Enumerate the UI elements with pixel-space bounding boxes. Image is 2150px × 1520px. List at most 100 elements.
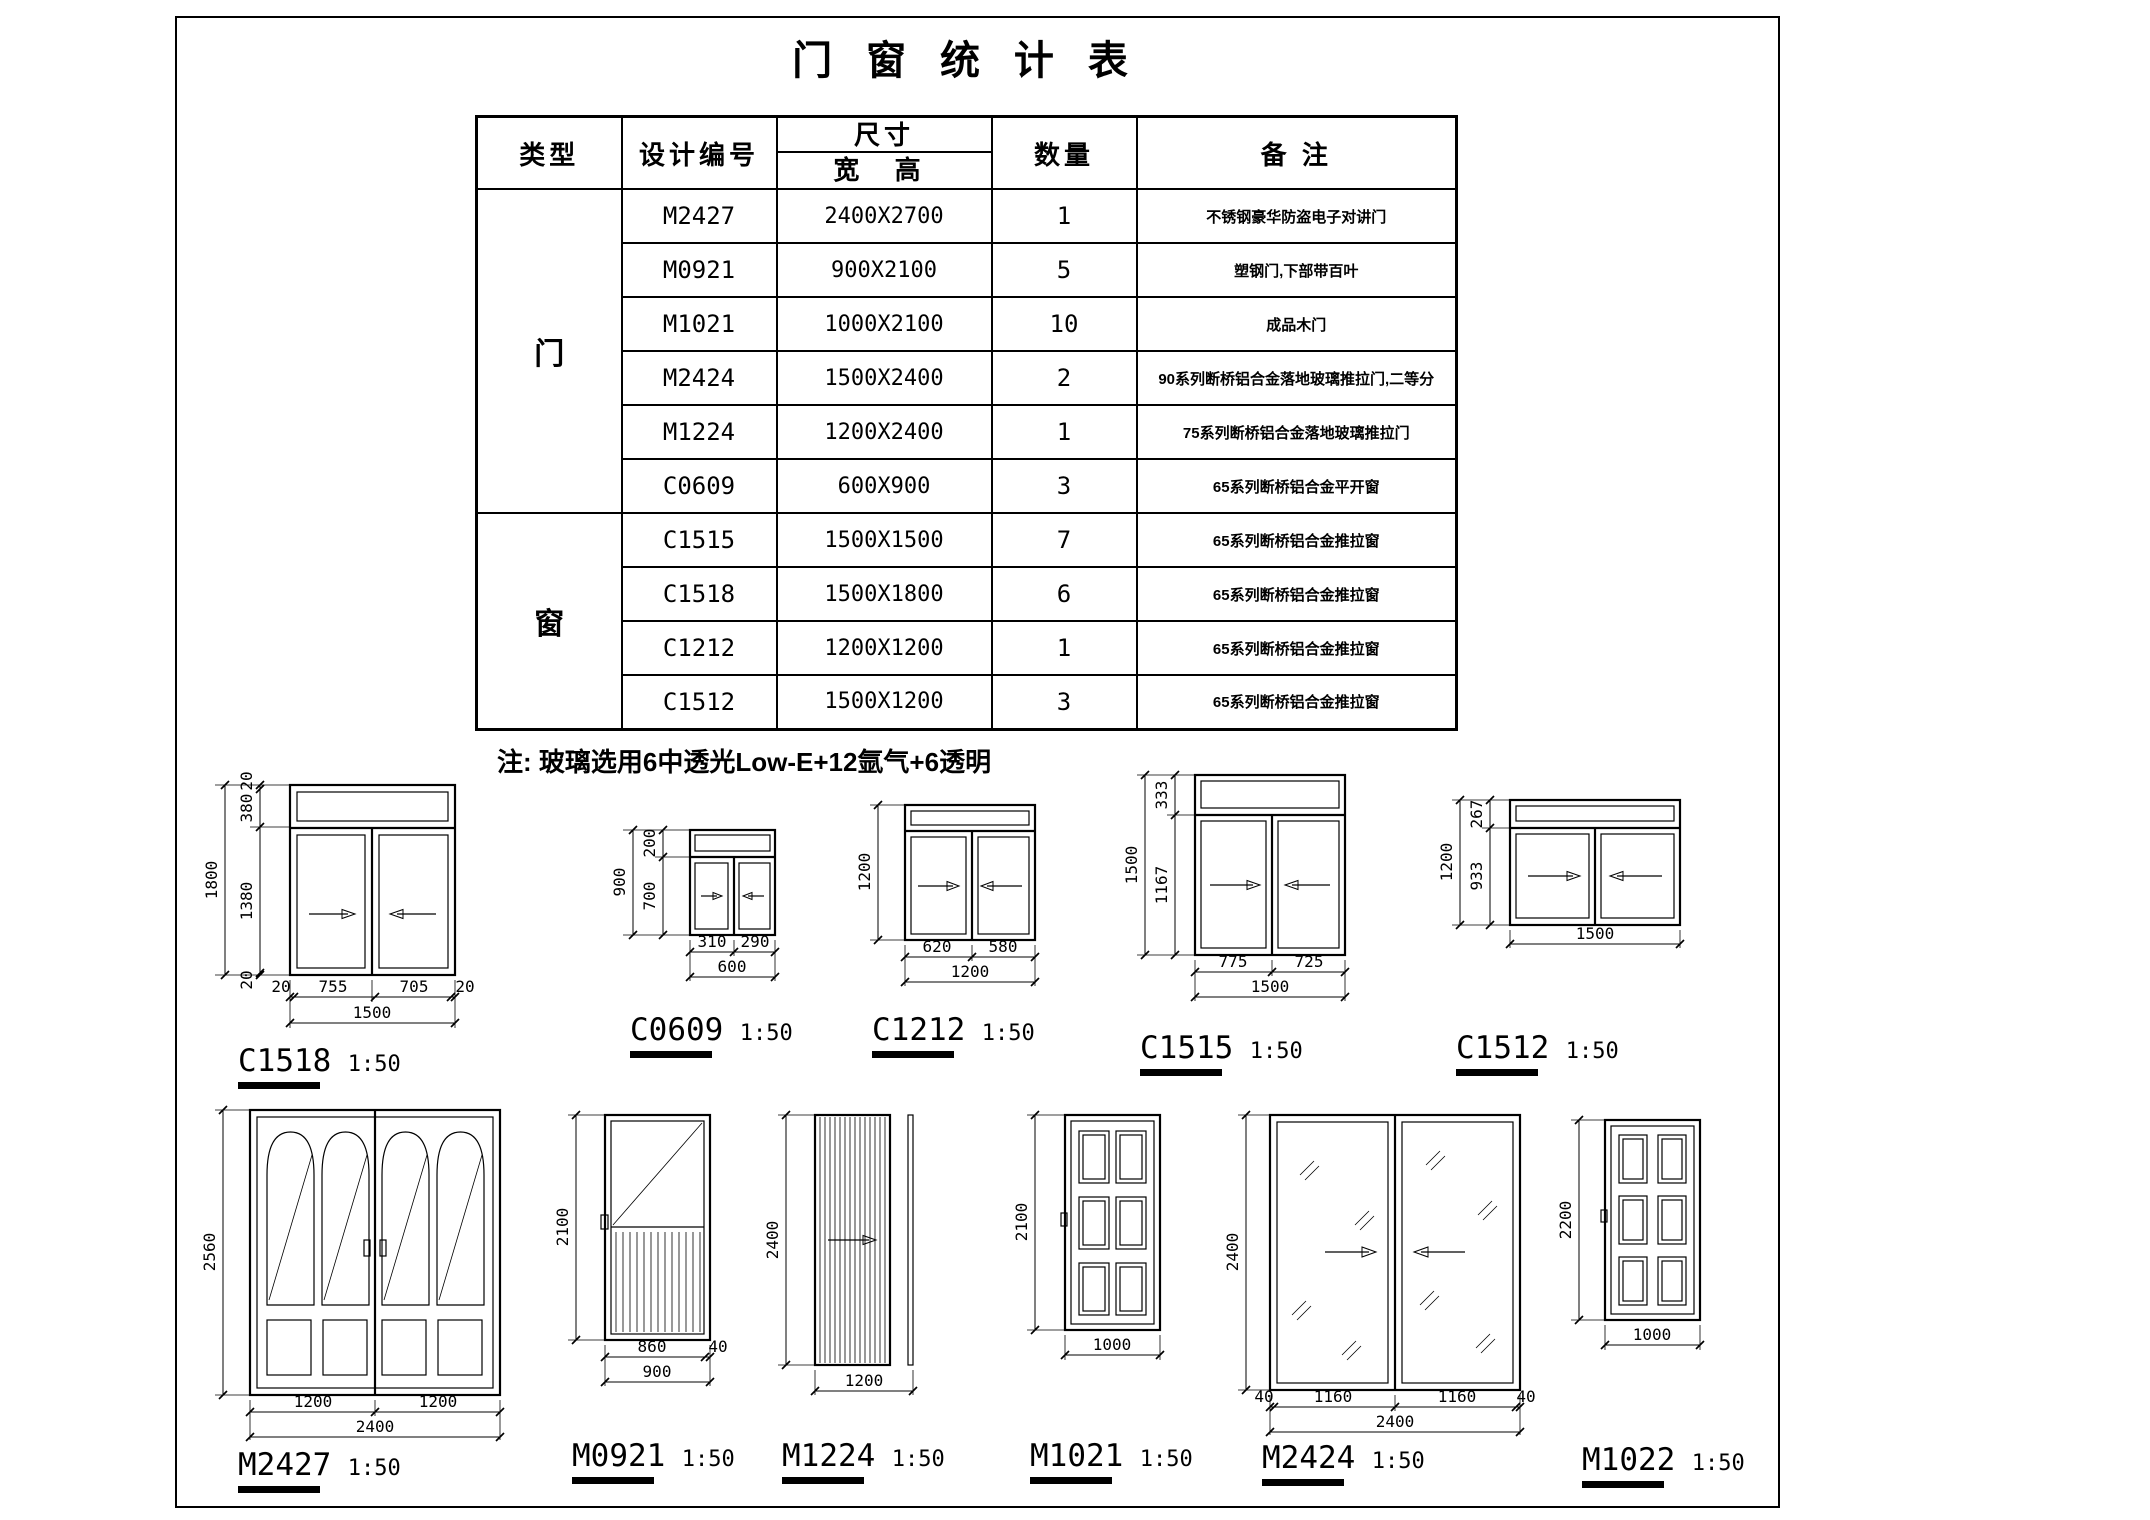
header-remark: 备 注 xyxy=(1135,115,1458,190)
cell-qty: 1 xyxy=(990,404,1138,460)
cell-remark: 不锈钢豪华防盗电子对讲门 xyxy=(1135,188,1458,244)
label-underline xyxy=(1582,1481,1664,1488)
m2424-elevation: 2400 40 1160 1160 40 2400 xyxy=(1223,1110,1536,1437)
table-row: C1512 1500X1200 3 65系列断桥铝合金推拉窗 xyxy=(477,674,1458,730)
table-header-row: 类型 设计编号 尺寸 宽 高 数量 备 注 xyxy=(475,115,1458,190)
dim-text: 705 xyxy=(400,977,429,996)
m1022-elevation: 2200 1000 xyxy=(1556,1115,1705,1350)
cell-remark: 塑钢门,下部带百叶 xyxy=(1135,242,1458,298)
dim-text: 20 xyxy=(237,970,256,989)
cell-code: M0921 xyxy=(620,242,778,298)
drawing-label-m1224: M1224 1:50 xyxy=(782,1438,945,1484)
dim-text: 700 xyxy=(640,882,659,911)
drawing-label-m2424: M2424 1:50 xyxy=(1262,1440,1425,1486)
drawing-c1512: 1200 267 933 1500 xyxy=(1437,785,1700,960)
cell-code: M2424 xyxy=(620,350,778,406)
drawing-c1518: 1800 20 380 1380 20 20 755 705 20 1500 xyxy=(202,770,475,1065)
cell-remark: 75系列断桥铝合金落地玻璃推拉门 xyxy=(1135,404,1458,460)
dim-text: 2400 xyxy=(1376,1412,1415,1431)
dim-text: 2100 xyxy=(1012,1203,1031,1242)
label-underline xyxy=(572,1477,654,1484)
cell-size: 600X900 xyxy=(775,458,993,514)
dim-text: 933 xyxy=(1467,862,1486,891)
table-row: M1021 1000X2100 10 成品木门 xyxy=(477,296,1458,352)
cell-qty: 10 xyxy=(990,296,1138,352)
cell-qty: 7 xyxy=(990,512,1138,568)
statistics-table: 类型 设计编号 尺寸 宽 高 数量 备 注 门 M2427 2400X2700 … xyxy=(475,115,1458,731)
label-underline xyxy=(1140,1069,1222,1076)
drawing-scale: 1:50 xyxy=(1249,1039,1303,1064)
drawing-code: M1022 xyxy=(1582,1442,1676,1478)
c1518-elevation: 1800 20 380 1380 20 20 755 705 20 1500 xyxy=(202,771,475,1028)
drawing-m1224: 2400 1200 xyxy=(763,1105,940,1410)
drawing-code: M2427 xyxy=(238,1447,332,1483)
dim-text: 1380 xyxy=(237,882,256,921)
drawing-label-m2427: M2427 1:50 xyxy=(238,1447,401,1493)
drawing-m1021: 2100 1000 xyxy=(1012,1105,1185,1370)
cell-qty: 1 xyxy=(990,620,1138,676)
drawing-code: C1212 xyxy=(872,1012,966,1048)
drawing-code: C0609 xyxy=(630,1012,724,1048)
table-row: M1224 1200X2400 1 75系列断桥铝合金落地玻璃推拉门 xyxy=(477,404,1458,460)
dim-text: 2400 xyxy=(356,1417,395,1436)
drawing-c1515: 1500 333 1167 775 725 1500 xyxy=(1122,760,1365,1010)
drawing-code: M0921 xyxy=(572,1438,666,1474)
drawing-scale: 1:50 xyxy=(1565,1039,1619,1064)
dim-text: 1200 xyxy=(419,1392,458,1411)
dim-text: 2560 xyxy=(200,1233,219,1272)
sheet-title: 门 窗 统 计 表 xyxy=(792,38,1138,84)
cell-remark: 65系列断桥铝合金推拉窗 xyxy=(1135,566,1458,622)
dim-text: 900 xyxy=(643,1362,672,1381)
dim-text: 2100 xyxy=(553,1208,572,1247)
dim-text: 2200 xyxy=(1556,1201,1575,1240)
dim-text: 2400 xyxy=(1223,1233,1242,1272)
header-type: 类型 xyxy=(475,115,623,190)
dim-text: 267 xyxy=(1467,800,1486,829)
dim-text: 1200 xyxy=(1437,843,1456,882)
dim-text: 2400 xyxy=(763,1221,782,1260)
label-underline xyxy=(238,1486,320,1493)
drawing-scale: 1:50 xyxy=(891,1447,945,1472)
cell-remark: 65系列断桥铝合金推拉窗 xyxy=(1135,620,1458,676)
dim-text: 620 xyxy=(923,937,952,956)
dim-text: 900 xyxy=(610,868,629,897)
cell-size: 1200X2400 xyxy=(775,404,993,460)
drawing-code: C1518 xyxy=(238,1043,332,1079)
drawing-label-c1512: C1512 1:50 xyxy=(1456,1030,1619,1076)
header-size-label: 尺寸 xyxy=(778,118,990,153)
label-underline xyxy=(872,1051,954,1058)
cell-qty: 2 xyxy=(990,350,1138,406)
drawing-scale: 1:50 xyxy=(681,1447,735,1472)
drawing-scale: 1:50 xyxy=(981,1021,1035,1046)
dim-text: 1500 xyxy=(1122,846,1141,885)
group-cell-door: 门 xyxy=(475,188,623,514)
label-underline xyxy=(1030,1477,1112,1484)
cell-size: 1000X2100 xyxy=(775,296,993,352)
c0609-elevation: 900 200 700 310 290 600 xyxy=(610,825,780,982)
dim-text: 580 xyxy=(989,937,1018,956)
label-underline xyxy=(782,1477,864,1484)
table-row: C1212 1200X1200 1 65系列断桥铝合金推拉窗 xyxy=(477,620,1458,676)
m1224-elevation: 2400 1200 xyxy=(763,1110,918,1396)
dim-text: 40 xyxy=(1516,1387,1535,1406)
border-frame xyxy=(175,16,1780,1508)
drawing-code: M1224 xyxy=(782,1438,876,1474)
drawing-code: M2424 xyxy=(1262,1440,1356,1476)
dim-text: 1500 xyxy=(353,1003,392,1022)
drawing-label-c0609: C0609 1:50 xyxy=(630,1012,793,1058)
cell-remark: 90系列断桥铝合金落地玻璃推拉门,二等分 xyxy=(1135,350,1458,406)
drawing-m1022: 2200 1000 xyxy=(1556,1110,1735,1360)
cell-remark: 65系列断桥铝合金平开窗 xyxy=(1135,458,1458,514)
dim-text: 1160 xyxy=(1438,1387,1477,1406)
cell-qty: 5 xyxy=(990,242,1138,298)
c1212-elevation: 1200 620 580 1200 xyxy=(855,800,1040,987)
cell-size: 1500X1800 xyxy=(775,566,993,622)
dim-text: 1200 xyxy=(951,962,990,981)
m1021-elevation: 2100 1000 xyxy=(1012,1110,1165,1360)
dim-text: 310 xyxy=(698,932,727,951)
label-underline xyxy=(1262,1479,1344,1486)
drawing-c1212: 1200 620 580 1200 xyxy=(855,790,1070,995)
dim-text: 380 xyxy=(237,794,256,823)
cell-qty: 3 xyxy=(990,674,1138,730)
dim-text: 20 xyxy=(237,771,256,790)
